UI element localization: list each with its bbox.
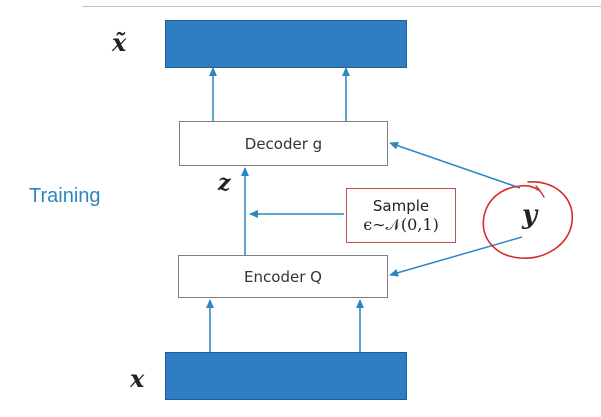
training-label: Training <box>29 185 101 207</box>
sample-title: Sample <box>372 196 430 215</box>
x-label: x <box>130 364 145 393</box>
sample-box: Sample ϵ∼𝒩(0,1) <box>346 188 456 243</box>
decoder-label: Decoder g <box>244 134 323 153</box>
sample-distribution: ϵ∼𝒩(0,1) <box>363 214 439 234</box>
encoder-box: Encoder Q <box>178 255 388 298</box>
encoder-label: Encoder Q <box>244 267 322 286</box>
decoder-box: Decoder g <box>179 121 388 166</box>
arrow-y-to-decoder <box>389 141 521 189</box>
output-bar <box>165 20 407 68</box>
x-tilde-label: x̃ <box>112 28 127 57</box>
annotation-circle <box>482 181 573 259</box>
y-label: y <box>522 200 538 230</box>
input-bar <box>165 352 407 400</box>
top-divider <box>82 6 601 7</box>
z-label: z <box>218 170 231 196</box>
annotation-tick <box>535 185 545 198</box>
arrow-y-to-encoder <box>389 236 523 277</box>
